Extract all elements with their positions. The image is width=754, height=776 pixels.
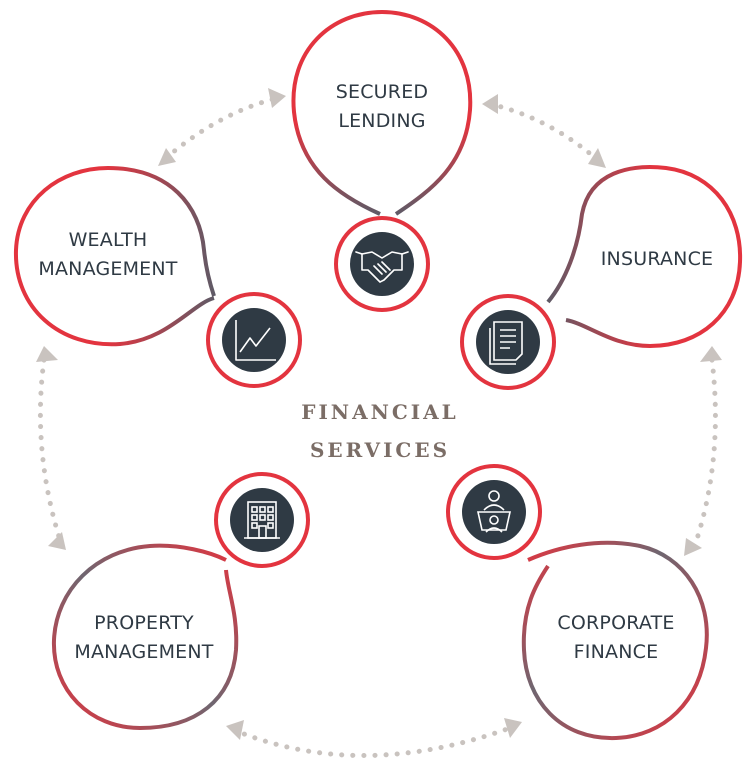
arrowhead xyxy=(700,346,722,362)
label-line: MANAGEMENT xyxy=(74,641,214,663)
node-outline xyxy=(521,540,709,741)
node-secured-lending xyxy=(291,9,473,312)
center-title-line2: SERVICES xyxy=(309,438,451,462)
label-secured-lending: SECURED LENDING xyxy=(310,78,454,136)
connector-wealth-secured xyxy=(163,95,281,161)
node-outline xyxy=(546,165,743,349)
label-property-management: PROPERTY MANAGEMENT xyxy=(56,609,232,667)
arrowhead xyxy=(158,148,176,166)
chart-icon xyxy=(235,320,276,361)
arrowhead xyxy=(36,346,58,362)
center-title-line1: FINANCIAL xyxy=(301,400,459,424)
label-line: WEALTH xyxy=(68,229,148,251)
arrowhead xyxy=(588,148,606,168)
label-line: FINANCE xyxy=(573,641,659,663)
label-line: LENDING xyxy=(338,110,426,132)
arrowhead xyxy=(268,88,286,108)
arrowhead xyxy=(48,532,66,550)
document-icon xyxy=(489,321,523,365)
building-icon xyxy=(244,501,280,539)
arrowhead xyxy=(226,720,244,740)
node-outline xyxy=(51,543,239,731)
handshake-icon xyxy=(355,251,409,283)
node-outline xyxy=(291,9,473,216)
icon-badge xyxy=(222,308,286,372)
connector-insurance-corporate xyxy=(691,357,718,551)
node-wealth-management xyxy=(13,165,302,388)
meeting-icon xyxy=(477,490,511,533)
label-line: PROPERTY xyxy=(94,612,194,634)
node-property-management xyxy=(51,472,310,731)
label-insurance: INSURANCE xyxy=(582,245,732,274)
node-outline xyxy=(13,165,216,347)
node-insurance xyxy=(460,165,743,390)
label-line: CORPORATE xyxy=(557,612,675,634)
arrowhead xyxy=(482,94,498,114)
label-corporate-finance: CORPORATE FINANCE xyxy=(536,609,696,667)
connector-property-wealth xyxy=(37,357,63,543)
arrowhead xyxy=(684,538,702,556)
node-corporate-finance xyxy=(446,464,709,741)
label-line: SECURED xyxy=(335,81,429,103)
icon-badge xyxy=(350,232,414,296)
label-line: MANAGEMENT xyxy=(38,258,178,280)
connector-corporate-property xyxy=(231,725,513,758)
label-line: INSURANCE xyxy=(600,248,714,270)
connector-secured-insurance xyxy=(487,101,603,165)
connectors xyxy=(36,88,722,758)
arrowhead xyxy=(504,718,522,738)
label-wealth-management: WEALTH MANAGEMENT xyxy=(20,226,196,284)
